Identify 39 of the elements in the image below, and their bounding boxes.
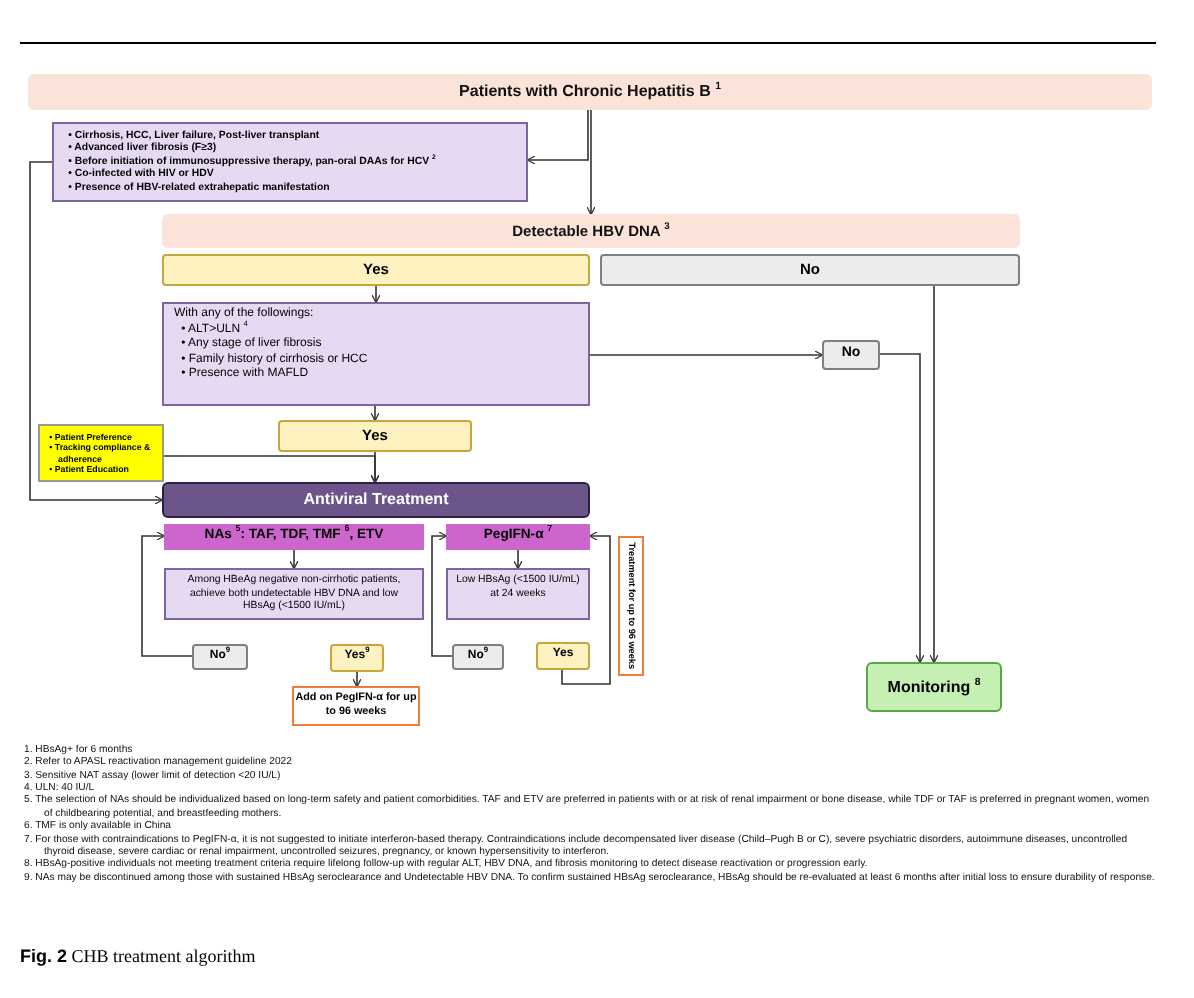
- option-box: [164, 524, 424, 550]
- arrow: [929, 285, 939, 664]
- arrow: [163, 455, 380, 484]
- decision-box: [452, 644, 504, 670]
- heading: Patients with Chronic Hepatitis B $^{1}$: [459, 82, 721, 102]
- arrow: [370, 405, 380, 422]
- arrow: [589, 350, 824, 360]
- option-box: [446, 524, 590, 550]
- decision-box: [192, 644, 248, 670]
- note-box: [38, 424, 164, 482]
- figure-caption: Fig. 2 CHB treatment algorithm: [20, 946, 256, 966]
- arrow: [561, 531, 611, 685]
- arrow: [879, 353, 925, 664]
- decision-box: [822, 340, 880, 370]
- arrow: [371, 285, 381, 304]
- decision-box: [278, 420, 472, 452]
- decision-box: [536, 642, 590, 670]
- arrow: [29, 161, 164, 505]
- arrow: [513, 549, 523, 570]
- arrow: [526, 109, 589, 165]
- criteria-box: [52, 122, 528, 202]
- arrow: [141, 531, 193, 657]
- arrow: [352, 671, 362, 688]
- criteria-box: [164, 568, 424, 620]
- criteria-box: [162, 302, 590, 406]
- header-bar: [28, 74, 1152, 110]
- heading: Monitoring $^{8}$: [887, 677, 981, 697]
- criteria-box: [446, 568, 590, 620]
- header-bar: [162, 214, 1020, 248]
- arrow: [431, 531, 453, 657]
- end-box: [866, 662, 1002, 712]
- arrow: [289, 549, 299, 570]
- arrow: [586, 109, 596, 216]
- heading: Antiviral Treatment: [303, 490, 449, 510]
- action-box: [618, 536, 644, 676]
- decision-box: [162, 254, 590, 286]
- decision-box: [600, 254, 1020, 286]
- process-box: [162, 482, 590, 518]
- decision-box: [330, 644, 384, 672]
